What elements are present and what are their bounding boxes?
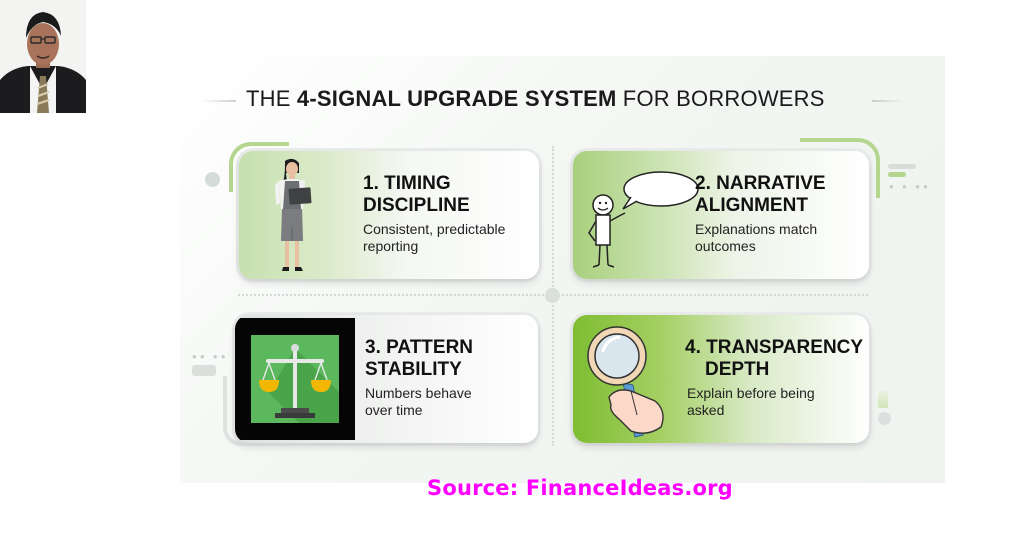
infographic-panel: THE 4-SIGNAL UPGRADE SYSTEM FOR BORROWER… <box>180 56 945 483</box>
decorative-dots: ● ● ●● <box>889 182 931 191</box>
title-suffix: FOR BORROWERS <box>616 86 825 111</box>
decorative-arc <box>800 138 880 198</box>
card-heading: 2. NARRATIVE ALIGNMENT <box>695 173 826 217</box>
stick-figure-speech-bubble-icon <box>583 161 703 271</box>
card-desc-line: Explain before being <box>687 385 815 401</box>
card-desc-line: asked <box>687 402 725 418</box>
card-heading-line: 3. PATTERN <box>365 337 474 358</box>
businesswoman-with-tablet-icon <box>267 157 317 275</box>
card-heading: 3. PATTERN STABILITY <box>365 337 473 381</box>
decorative-dot <box>878 412 891 425</box>
card-heading-line: ALIGNMENT <box>695 195 808 216</box>
decorative-bar <box>888 164 916 169</box>
card-heading: 1. TIMING DISCIPLINE <box>363 173 470 217</box>
decorative-arc <box>229 142 289 192</box>
title-prefix: THE <box>246 86 297 111</box>
title-row: THE 4-SIGNAL UPGRADE SYSTEM FOR BORROWER… <box>180 86 945 116</box>
author-avatar <box>0 0 86 113</box>
decorative-rect <box>878 391 888 408</box>
card-desc-line: Consistent, predictable <box>363 221 506 237</box>
card-heading-line: STABILITY <box>365 359 462 380</box>
card-heading-line: DISCIPLINE <box>363 195 470 216</box>
card-desc-line: Explanations match <box>695 221 818 237</box>
title-divider-left <box>202 100 236 102</box>
signal-card-narrative-alignment: 2. NARRATIVE ALIGNMENT Explanations matc… <box>573 151 869 279</box>
signal-card-transparency-depth: 4. TRANSPARENCY DEPTH Explain before bei… <box>573 315 869 443</box>
center-hub-dot <box>545 288 560 303</box>
card-heading: 4. TRANSPARENCY DEPTH <box>685 337 863 381</box>
infographic-title: THE 4-SIGNAL UPGRADE SYSTEM FOR BORROWER… <box>246 86 825 112</box>
card-desc-line: outcomes <box>695 238 756 254</box>
card-heading-line: 2. NARRATIVE <box>695 173 826 194</box>
card-description: Consistent, predictable reporting <box>363 221 505 255</box>
decorative-arc <box>223 376 253 446</box>
source-credit: Source: FinanceIdeas.org <box>427 476 733 500</box>
decorative-pill <box>192 365 216 376</box>
signal-card-pattern-stability: 3. PATTERN STABILITY Numbers behave over… <box>235 315 538 443</box>
balance-scale-icon <box>235 318 355 440</box>
card-desc-line: over time <box>365 402 423 418</box>
card-heading-line: DEPTH <box>705 359 770 380</box>
card-description: Explanations match outcomes <box>695 221 817 255</box>
card-desc-line: reporting <box>363 238 419 254</box>
title-bold: 4-SIGNAL UPGRADE SYSTEM <box>296 86 617 111</box>
title-divider-right <box>872 100 904 102</box>
signal-card-timing-discipline: 1. TIMING DISCIPLINE Consistent, predict… <box>239 151 539 279</box>
card-heading-line: 4. TRANSPARENCY <box>685 337 864 358</box>
person-portrait-icon <box>0 0 86 113</box>
magnifying-glass-hand-icon <box>587 323 687 441</box>
decorative-dot <box>205 172 220 187</box>
card-heading-line: 1. TIMING <box>363 173 451 194</box>
card-description: Numbers behave over time <box>365 385 472 419</box>
card-description: Explain before being asked <box>687 385 815 419</box>
decorative-bar <box>888 172 906 177</box>
card-desc-line: Numbers behave <box>365 385 472 401</box>
decorative-dots: ●● ●● <box>192 352 229 361</box>
